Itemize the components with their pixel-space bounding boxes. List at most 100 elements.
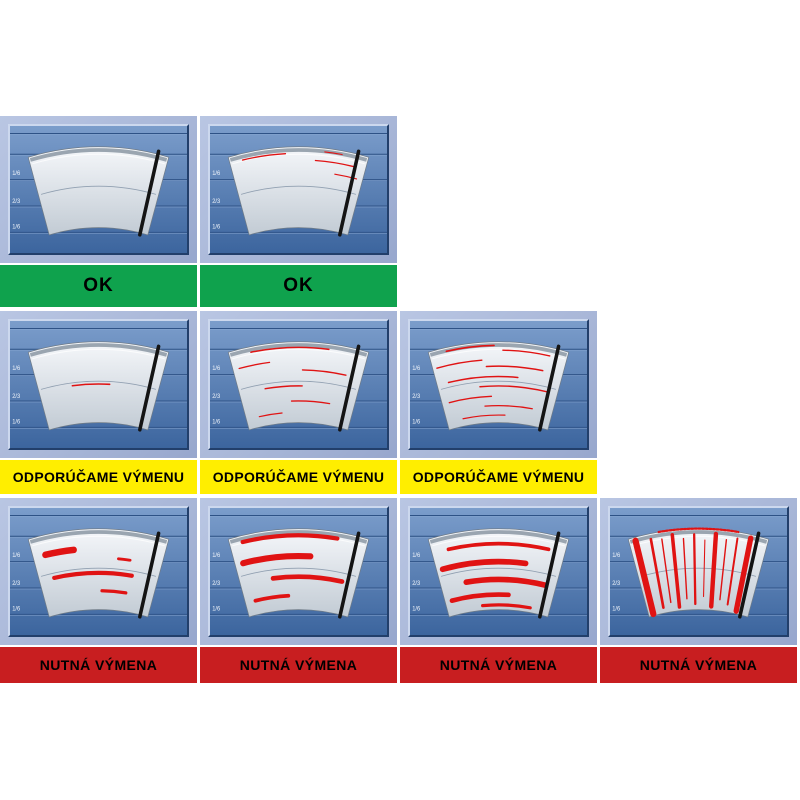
scale-label: 2/3 [12, 394, 21, 400]
windshield-graphic: 1/62/31/6 [10, 321, 187, 448]
windshield [27, 341, 170, 431]
wiper-blade [538, 344, 561, 432]
wiper-blade [338, 531, 361, 619]
wipe-trace [240, 567, 357, 577]
screen-bezel: 1/6 2/3 1/6 [208, 124, 389, 255]
windshield-top-edge [229, 148, 368, 162]
wiper-blade [138, 344, 161, 432]
scale-label: 2/3 [612, 581, 621, 587]
wear-streaks [632, 527, 754, 618]
scale-label: 2/3 [412, 394, 421, 400]
scale-label: 1/6 [212, 366, 221, 372]
scale-label: 1/6 [12, 606, 21, 612]
streak [657, 527, 740, 534]
windshield [227, 528, 370, 618]
streak [449, 592, 511, 604]
windshield [27, 146, 170, 236]
streak [324, 151, 343, 156]
windshield-top-edge [29, 148, 168, 162]
scale-label: 1/6 [412, 366, 421, 372]
streak [253, 593, 291, 603]
screen-bezel: 1/6 2/3 1/6 [608, 506, 789, 637]
wear-streaks [42, 546, 134, 595]
streak [301, 369, 347, 376]
streak [258, 412, 283, 418]
streak [485, 365, 544, 372]
streak [446, 541, 551, 552]
scale-label: 1/6 [612, 606, 621, 612]
streak [241, 152, 287, 161]
scale-label: 2/3 [212, 199, 221, 205]
wipe-trace [440, 567, 557, 577]
scale-label: 1/6 [12, 224, 21, 230]
scale-label: 1/6 [212, 171, 221, 177]
scale-label: 1/6 [12, 171, 21, 177]
wiper-blade [138, 149, 161, 237]
streak [733, 535, 754, 614]
wipe-trace [240, 185, 357, 195]
windshield-graphic: 1/62/31/6 [210, 321, 387, 448]
streak [270, 574, 345, 584]
windshield-graphic: 1/6 2/3 1/6 [210, 126, 387, 253]
windshield-top-edge [229, 343, 368, 357]
windshield-top-edge [29, 343, 168, 357]
wipe-trace [40, 380, 157, 390]
screen-bezel: 1/6 2/3 1/6 [408, 319, 589, 450]
status-label-recommend: ODPORÚČAME VÝMENU [200, 460, 397, 494]
streak [290, 400, 331, 405]
status-label-recommend: ODPORÚČAME VÝMENU [0, 460, 197, 494]
wear-streaks [439, 541, 551, 610]
wear-streaks [436, 344, 551, 420]
wipe-trace [440, 380, 557, 390]
status-label-replace: NUTNÁ VÝMENA [0, 647, 197, 683]
panel-frame: 1/6 2/3 1/6 [600, 498, 797, 645]
wipe-trace [40, 567, 157, 577]
streak [52, 570, 134, 581]
panel-frame: 1/6 2/3 1/6 [200, 116, 397, 263]
wear-streaks [71, 383, 111, 387]
scale-label: 1/6 [212, 224, 221, 230]
wear-streaks [241, 151, 358, 180]
wiper-blade [738, 531, 761, 619]
windshield-top-edge [429, 343, 568, 357]
wipe-trace [240, 380, 357, 390]
streak [661, 538, 672, 604]
streak [240, 533, 340, 545]
streak [264, 385, 303, 390]
streak [447, 375, 519, 384]
scale-label: 1/6 [212, 553, 221, 559]
scale-label: 1/6 [612, 553, 621, 559]
windshield-highlight [32, 348, 165, 360]
status-label-ok: OK [0, 265, 197, 307]
status-label-recommend: ODPORÚČAME VÝMENU [400, 460, 597, 494]
windshield-top-edge [229, 530, 368, 544]
status-label-replace: NUTNÁ VÝMENA [400, 647, 597, 683]
windshield-highlight [432, 535, 565, 547]
windshield-highlight [232, 348, 365, 360]
scale-label: 2/3 [212, 394, 221, 400]
windshield-highlight [32, 153, 165, 165]
streak [116, 557, 132, 562]
streak [334, 173, 358, 180]
windshield-graphic: 1/62/31/6 [210, 508, 387, 635]
streak [649, 537, 665, 609]
scale-label: 1/6 [412, 419, 421, 425]
scale-label: 1/6 [12, 419, 21, 425]
